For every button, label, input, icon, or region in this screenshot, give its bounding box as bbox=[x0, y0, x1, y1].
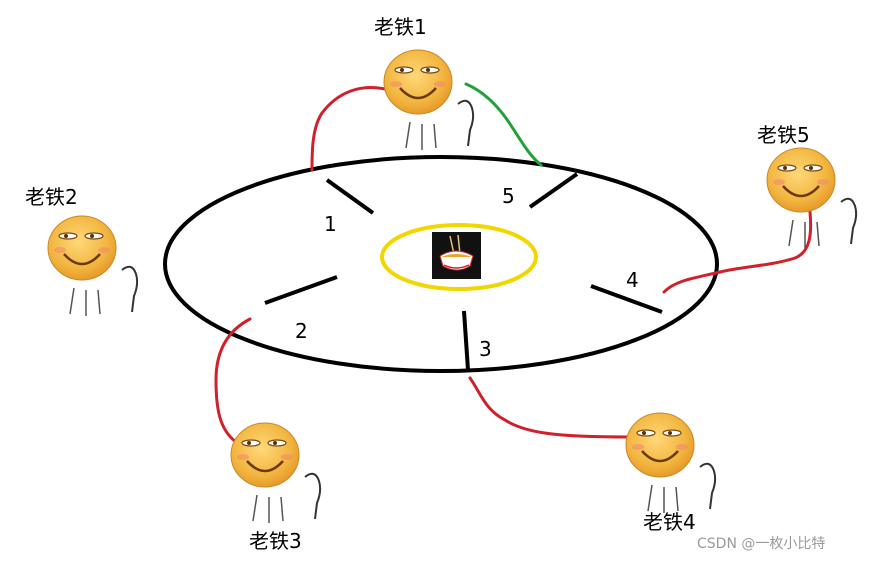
person-3-avatar bbox=[229, 421, 322, 525]
holding-line-person1 bbox=[310, 86, 387, 172]
chopstick-label-3: 3 bbox=[479, 337, 492, 361]
person-3-label: 老铁3 bbox=[249, 529, 302, 553]
holding-line-person3 bbox=[214, 317, 252, 444]
person-5-label: 老铁5 bbox=[757, 123, 810, 147]
noodle-bowl-icon bbox=[432, 232, 481, 279]
person-2-label: 老铁2 bbox=[25, 185, 78, 209]
noodle-bowl-ring bbox=[380, 223, 538, 291]
chopstick-3 bbox=[462, 310, 470, 371]
person-1-label: 老铁1 bbox=[374, 15, 427, 39]
holding-line-person4 bbox=[468, 376, 632, 439]
person-4-avatar bbox=[624, 411, 717, 515]
chopstick-label-1: 1 bbox=[324, 212, 337, 236]
chopstick-1 bbox=[325, 178, 375, 215]
dining-table bbox=[163, 155, 719, 373]
person-1-avatar bbox=[382, 48, 475, 152]
chopstick-2 bbox=[264, 275, 338, 305]
holding-line-person5 bbox=[662, 210, 813, 294]
person-4-label: 老铁4 bbox=[643, 510, 696, 534]
reaching-line-person1 bbox=[464, 82, 543, 167]
watermark: CSDN @一枚小比特 bbox=[697, 536, 825, 552]
chopstick-4 bbox=[590, 284, 663, 314]
person-2-avatar bbox=[46, 214, 139, 318]
chopstick-label-5: 5 bbox=[502, 184, 515, 208]
chopstick-label-4: 4 bbox=[626, 268, 639, 292]
chopstick-5 bbox=[528, 172, 579, 209]
chopstick-label-2: 2 bbox=[295, 319, 308, 343]
